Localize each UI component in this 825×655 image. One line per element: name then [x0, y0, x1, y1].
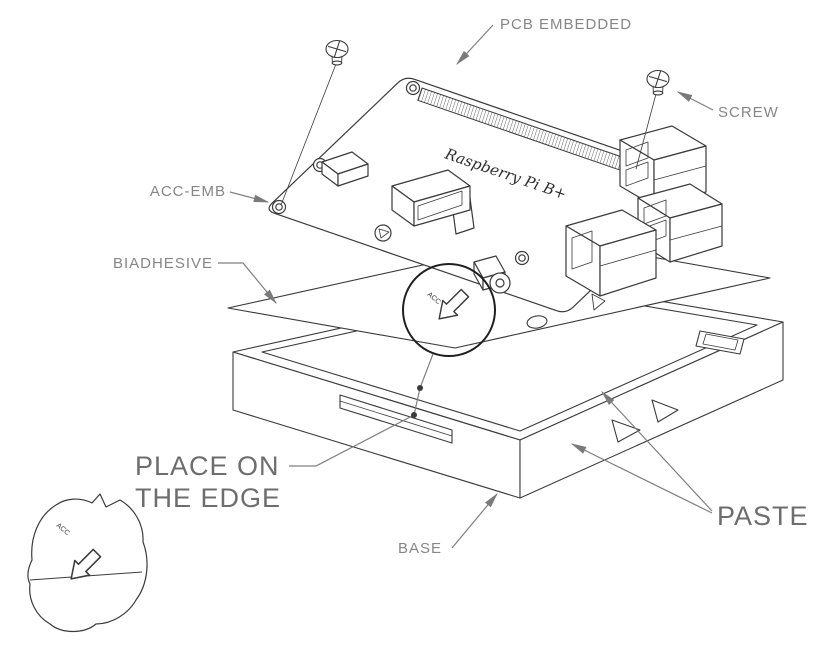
base-edge-slot — [339, 394, 453, 444]
placement-dot — [411, 412, 417, 418]
base-slot-right-inner — [702, 333, 739, 351]
mounting-hole — [405, 80, 421, 96]
right-screw — [635, 69, 670, 170]
left-screw — [280, 39, 349, 206]
label-paste: PASTE — [717, 501, 809, 531]
leader-acc-emb — [229, 191, 270, 203]
label-screw: SCREW — [718, 104, 779, 121]
placement-dots — [411, 385, 423, 418]
leader-paste-2 — [570, 443, 713, 514]
base-wedge-front-1 — [611, 419, 641, 443]
base-edge-slot-line — [339, 400, 453, 437]
phillips-cross-icon — [648, 70, 668, 88]
audio-jack — [473, 255, 511, 294]
hdmi-connector — [391, 169, 471, 227]
leader-paste-1 — [601, 391, 713, 512]
blob-arrow-icon — [70, 548, 102, 580]
leader-screw — [676, 91, 714, 111]
phillips-cross-icon — [327, 40, 347, 58]
label-place-on-edge-line2: THE EDGE — [135, 483, 281, 513]
screw-axis-line — [280, 63, 337, 206]
base-wedge-front-2 — [651, 399, 679, 423]
label-biadhesive: BIADHESIVE — [113, 255, 213, 272]
detail-callout-circle — [402, 263, 496, 357]
recycling-triangle-icon — [591, 293, 606, 311]
raspberry-pi-board: Raspberry Pi B+ — [268, 77, 723, 313]
adhesive-hole — [526, 315, 548, 329]
leader-biadhesive — [218, 262, 277, 305]
board-symbol-circle — [374, 224, 392, 242]
leader-pcb-embedded — [456, 24, 494, 65]
micro-usb-connector — [321, 151, 369, 187]
label-place-on-edge-line1: PLACE ON — [135, 451, 280, 481]
labels: PCB EMBEDDED SCREW ACC-EMB BIADHESIVE BA… — [113, 16, 809, 557]
label-acc-emb: ACC-EMB — [150, 183, 226, 200]
screw-axis-line — [635, 93, 657, 170]
leader-base — [451, 493, 498, 549]
edge-marking-arrow-icon — [438, 288, 470, 320]
base-front-right-wall — [519, 321, 784, 499]
ethernet-connector — [565, 209, 657, 297]
placement-dot — [417, 385, 423, 391]
label-pcb-embedded: PCB EMBEDDED — [500, 16, 632, 33]
mounting-hole-acc-emb — [271, 199, 287, 215]
mounting-hole — [514, 250, 530, 266]
corner-detail-blob: ACC — [27, 493, 148, 633]
base-slot-right — [695, 330, 745, 355]
label-base: BASE — [398, 540, 442, 557]
